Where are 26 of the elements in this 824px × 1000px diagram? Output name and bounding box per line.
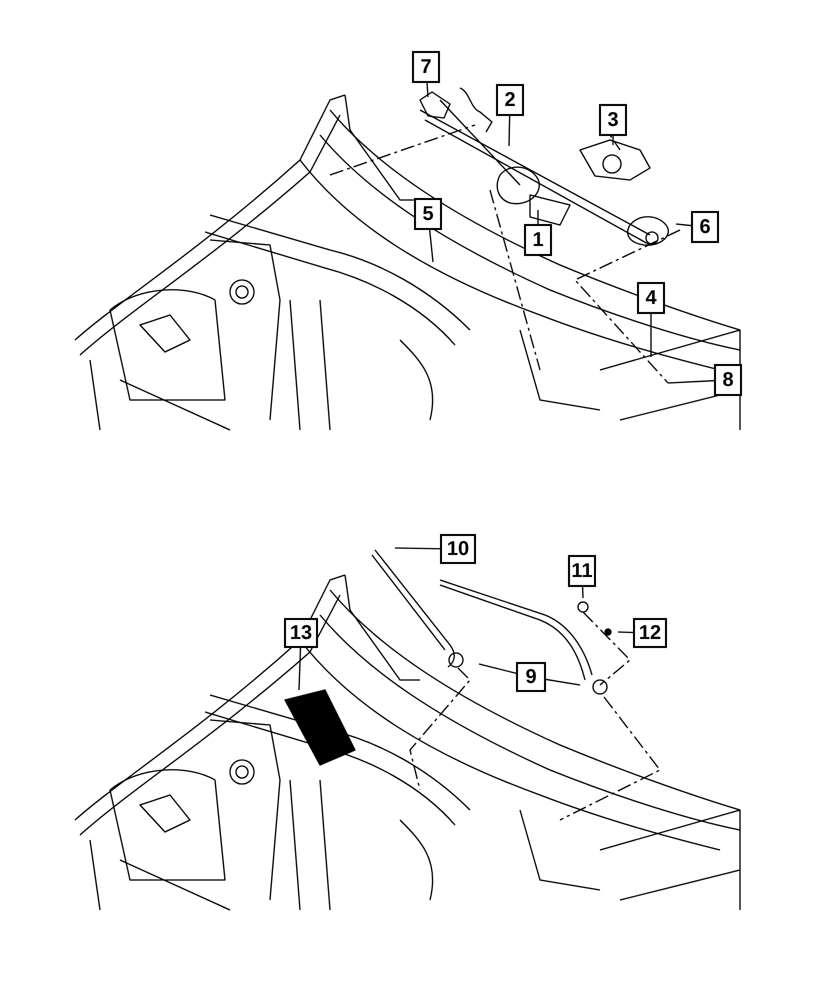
callout-number: 3 (599, 104, 627, 136)
leader-line (546, 678, 580, 686)
leader-line (676, 223, 692, 226)
callout-number: 10 (440, 534, 476, 564)
leader-line (668, 380, 714, 384)
leader-line (508, 116, 510, 146)
callout-number: 5 (414, 198, 442, 230)
callout-number: 6 (691, 211, 719, 243)
leader-line (478, 663, 516, 674)
leader-line (426, 82, 429, 98)
leader-line (618, 631, 634, 634)
callout-number: 12 (633, 618, 667, 648)
leader-line (429, 230, 434, 262)
callout-number: 8 (714, 364, 742, 396)
leader-line (394, 547, 440, 550)
callout-number: 13 (284, 618, 318, 648)
callout-number: 11 (568, 555, 596, 587)
callout-number: 2 (496, 84, 524, 116)
callout-number: 4 (637, 282, 665, 314)
leader-line (582, 586, 584, 598)
callout-number: 9 (516, 662, 546, 692)
leader-line (298, 648, 302, 690)
callout-number: 1 (524, 224, 552, 256)
callout-number: 7 (412, 51, 440, 83)
leader-line (650, 314, 652, 357)
leader-line (537, 210, 539, 224)
